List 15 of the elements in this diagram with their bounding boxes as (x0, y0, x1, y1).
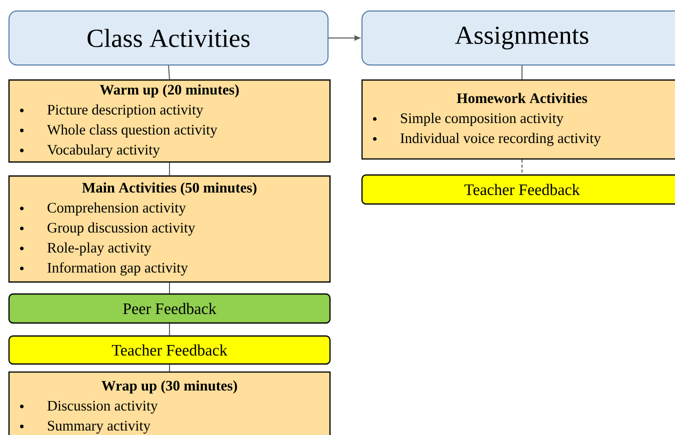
heading-box: Class Activities (8, 10, 328, 66)
connector (169, 364, 170, 372)
feedback-box: Teacher Feedback (8, 335, 331, 365)
feedback-box: Teacher Feedback (361, 174, 675, 205)
activity-box: Wrap up (30 minutes) Discussion activity Summary activity (8, 371, 331, 435)
activity-box: Homework Activities Simple composition activity Individual voice recording activity (361, 79, 675, 160)
connector (169, 323, 170, 336)
activity-box: Warm up (20 minutes) Picture description activity Whole class question activity Vocabulary activity (8, 79, 331, 163)
connector (169, 162, 170, 176)
connector (328, 35, 360, 41)
connector (169, 282, 170, 294)
heading-box: Assignments (362, 10, 675, 66)
activity-box: Main Activities (50 minutes) Comprehension activity Group discussion activity Role-play activity Information gap activity (8, 175, 331, 283)
feedback-box: Peer Feedback (8, 293, 331, 324)
connector (168, 65, 170, 80)
